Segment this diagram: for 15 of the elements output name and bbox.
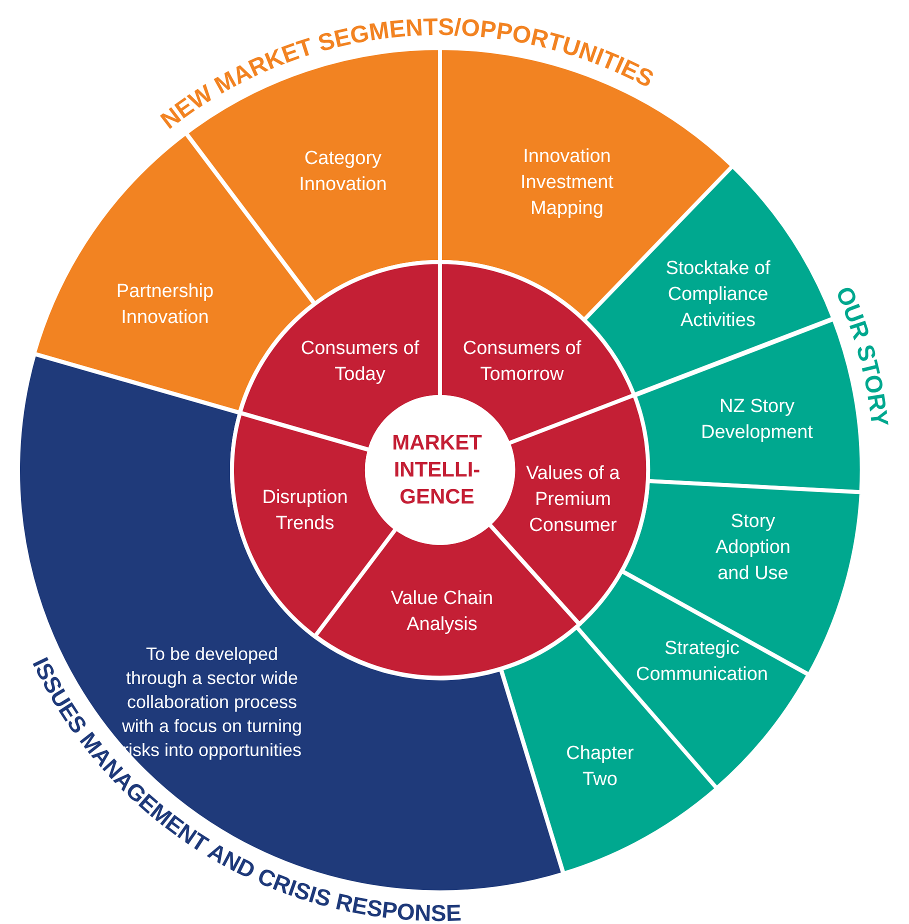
segment-label: Innovation Investment Mapping: [520, 145, 614, 221]
segment-label: Strategic Communication: [634, 636, 769, 687]
segment-label: Partnership Innovation: [115, 280, 215, 330]
center-circle: [367, 397, 513, 543]
segment-label: Stocktake of Compliance Activities: [664, 256, 772, 333]
segment-label: Values of a Premium Consumer: [525, 462, 621, 538]
segment-label: Consumers of Today: [300, 337, 420, 387]
segment-label: Consumers of Tomorrow: [462, 337, 582, 387]
segment-label: MARKET INTELLI- GENCE: [391, 430, 483, 510]
segment-label: Category Innovation: [298, 147, 388, 197]
segment-label: Disruption Trends: [261, 486, 349, 536]
segment-label: NZ Story Development: [700, 394, 814, 445]
segment-label: Chapter Two: [565, 742, 635, 792]
segment-label: Story Adoption and Use: [714, 510, 792, 586]
segment-label: Value Chain Analysis: [390, 586, 494, 637]
